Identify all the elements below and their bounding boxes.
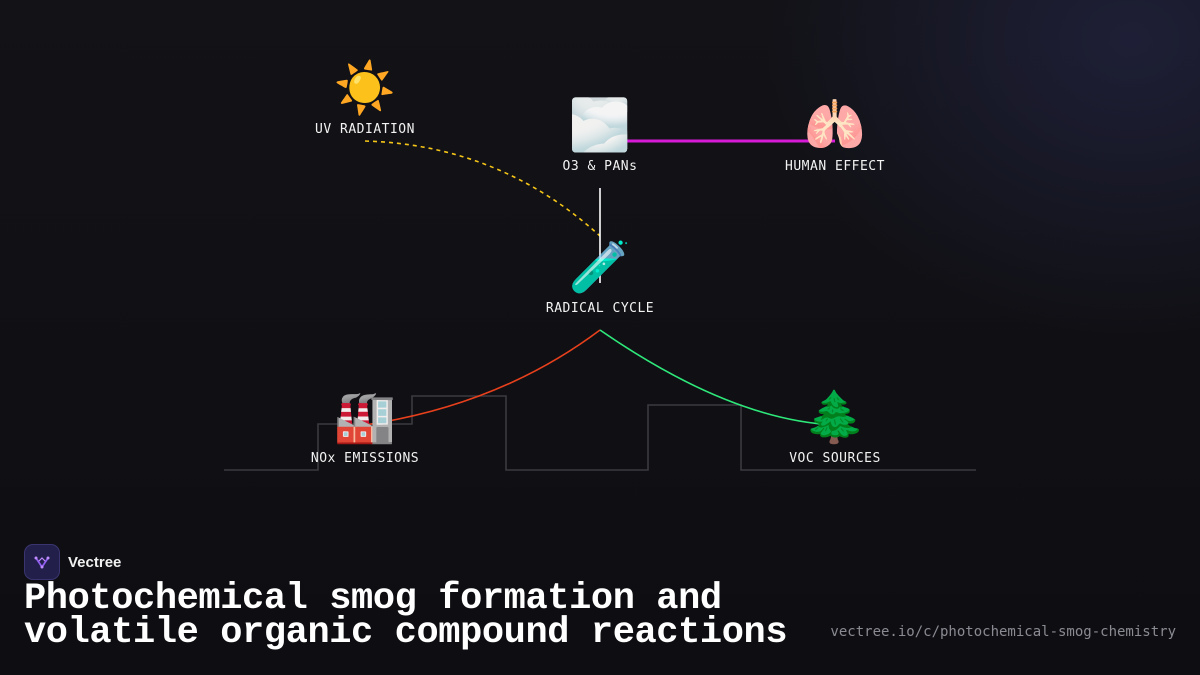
node-voc-sources: 🌲 VOC SOURCES xyxy=(755,389,915,466)
edge-voc-to-radical xyxy=(599,329,836,426)
node-label: NOx EMISSIONS xyxy=(310,451,420,466)
fog-icon: 🌫️ xyxy=(568,96,632,154)
node-label: HUMAN EFFECT xyxy=(785,159,885,174)
node-label: VOC SOURCES xyxy=(789,451,881,466)
factory-icon: 🏭 xyxy=(333,388,397,446)
node-o3-pans: 🌫️ O3 & PANs xyxy=(520,97,680,174)
sun-icon: ☀️ xyxy=(333,59,397,117)
node-label: RADICAL CYCLE xyxy=(545,301,655,316)
vectree-logo-icon xyxy=(24,544,60,580)
skyline-outline xyxy=(224,395,976,471)
edge-nox-to-radical xyxy=(364,329,601,426)
brand: Vectree xyxy=(24,544,121,580)
lungs-icon: 🫁 xyxy=(803,96,867,154)
node-human-effect: 🫁 HUMAN EFFECT xyxy=(755,97,915,174)
node-radical-cycle: 🧪 RADICAL CYCLE xyxy=(520,239,680,316)
node-uv-radiation: ☀️ UV RADIATION xyxy=(285,60,445,137)
node-label: O3 & PANs xyxy=(562,159,638,174)
node-nox-emissions: 🏭 NOx EMISSIONS xyxy=(285,389,445,466)
brand-name: Vectree xyxy=(68,553,122,571)
node-label: UV RADIATION xyxy=(315,122,415,137)
page-title: Photochemical smog formation and volatil… xyxy=(24,578,788,654)
source-url[interactable]: vectree.io/c/photochemical-smog-chemistr… xyxy=(830,624,1176,640)
test-tube-icon: 🧪 xyxy=(568,238,632,296)
edge-uv-to-radical xyxy=(364,140,601,237)
evergreen-tree-icon: 🌲 xyxy=(803,388,867,446)
